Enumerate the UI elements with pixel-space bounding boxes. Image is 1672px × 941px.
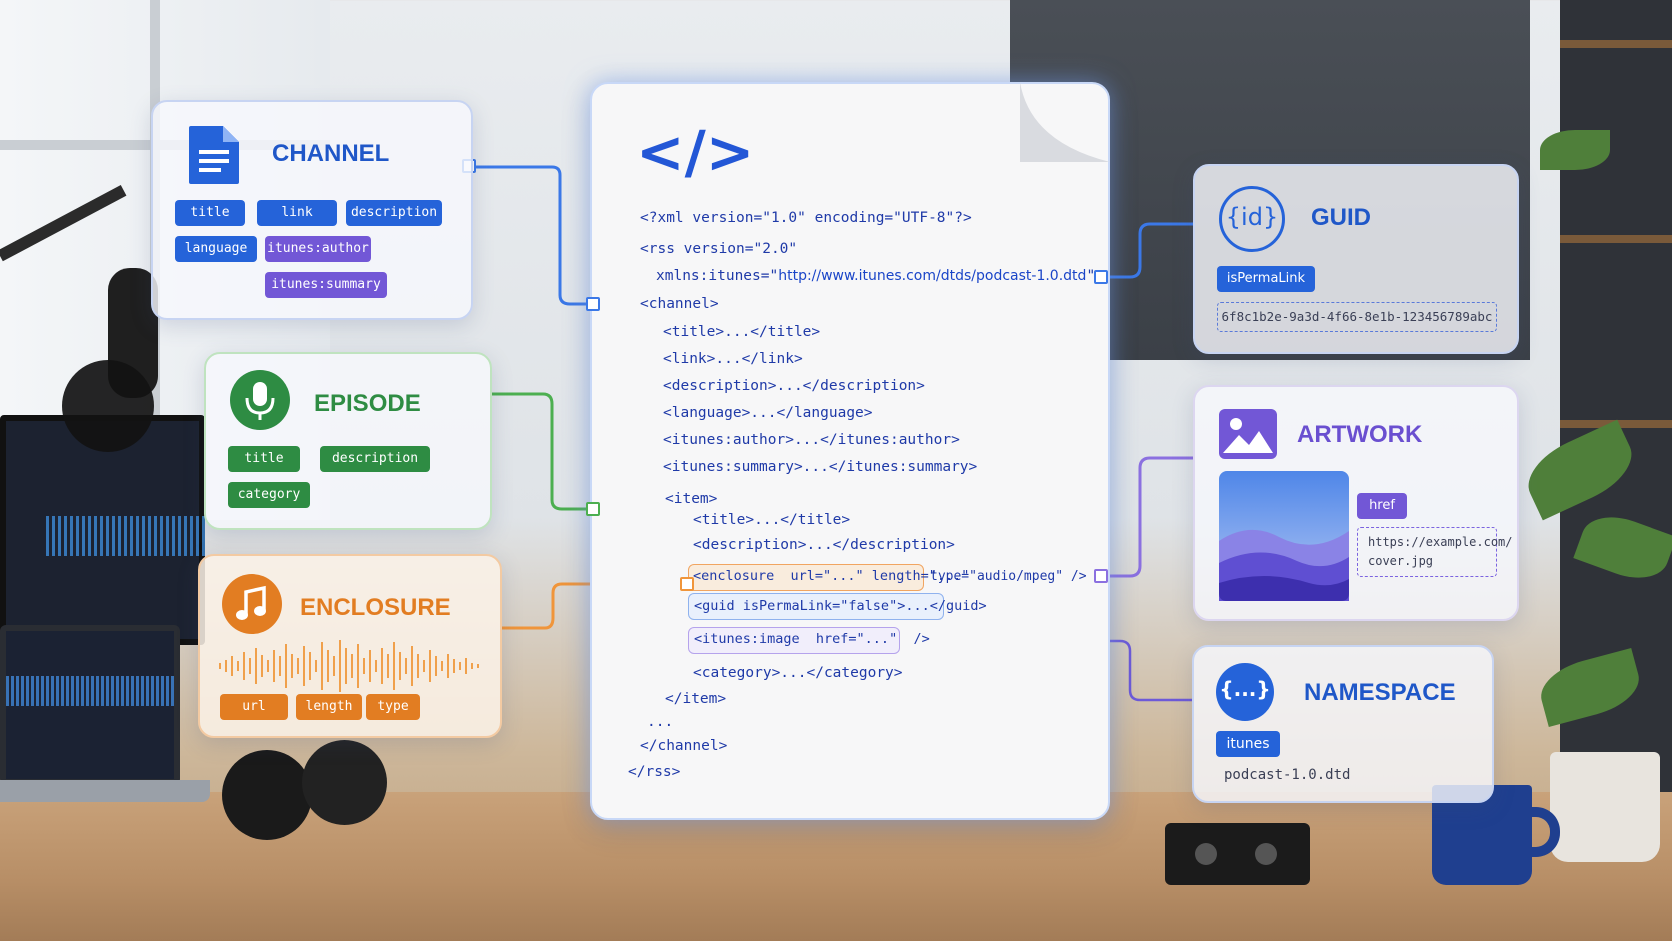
item-title-line: <title>...</title> xyxy=(693,512,851,528)
artwork-url-box: https://example.com/ cover.jpg xyxy=(1357,527,1513,577)
channel-connector xyxy=(473,165,592,306)
cover-image xyxy=(1219,471,1349,601)
channel-close-tag: </channel> xyxy=(640,738,728,754)
episode-connector xyxy=(492,392,592,511)
page-fold-icon xyxy=(1020,82,1110,162)
channel-title-line: <title>...</title> xyxy=(663,324,821,340)
microphone-icon xyxy=(230,370,290,430)
item-category-line: <category>...</category> xyxy=(693,665,903,681)
episode-card[interactable]: EPISODE title description category xyxy=(204,352,492,530)
artwork-url-line1: https://example.com/ xyxy=(1368,535,1513,549)
channel-summary-line: <itunes:summary>...</itunes:summary> xyxy=(663,459,978,475)
document-icon xyxy=(189,126,239,184)
guid-tag-ispermalink[interactable]: isPermaLink xyxy=(1217,266,1315,292)
xml-declaration: <?xml version="1.0" encoding="UTF-8"?> xyxy=(640,210,972,226)
item-close-tag: </item> xyxy=(665,691,727,707)
guid-card[interactable]: {id} GUID isPermaLink 6f8c1b2e-9a3d-4f66… xyxy=(1193,164,1519,354)
channel-tag-title[interactable]: title xyxy=(175,200,245,226)
audio-waveform xyxy=(6,676,176,706)
enclosure-highlight xyxy=(688,564,924,591)
enclosure-line: <enclosure url="..." length="..." xyxy=(693,568,970,584)
headphones xyxy=(162,740,392,840)
pop-filter xyxy=(62,360,154,452)
enclosure-type-attr: type="audio/mpeg" /> xyxy=(930,569,1087,584)
guid-title: GUID xyxy=(1311,204,1371,231)
music-note-icon xyxy=(222,574,282,634)
episode-tag-title[interactable]: title xyxy=(228,446,300,472)
enclosure-node-in xyxy=(680,577,694,591)
guid-line: <guid isPermaLink="false">...</guid> xyxy=(694,598,987,614)
artwork-node-in xyxy=(1094,569,1108,583)
rss-close-tag: </rss> xyxy=(628,764,681,780)
artwork-card[interactable]: ARTWORK href https://example.com/ cover.… xyxy=(1193,385,1519,621)
braces-icon: {...} xyxy=(1216,663,1274,721)
channel-tag-description[interactable]: description xyxy=(346,200,442,226)
channel-open-tag: <channel> xyxy=(640,296,719,312)
audio-interface xyxy=(1165,823,1310,885)
laptop-base xyxy=(0,780,210,802)
channel-tag-language[interactable]: language xyxy=(175,236,257,262)
channel-tag-link[interactable]: link xyxy=(257,200,337,226)
id-icon: {id} xyxy=(1219,186,1285,252)
episode-tag-category[interactable]: category xyxy=(228,482,310,508)
channel-node-in xyxy=(586,297,600,311)
channel-description-line: <description>...</description> xyxy=(663,378,925,394)
itunes-image-highlight xyxy=(688,627,900,654)
guid-node-in xyxy=(1094,270,1108,284)
audio-knob xyxy=(1195,843,1217,865)
plant-pot xyxy=(1550,752,1660,862)
plant-leaf xyxy=(1540,130,1610,170)
headphone-cup xyxy=(222,750,312,840)
episode-tag-description[interactable]: description xyxy=(320,446,430,472)
channel-tag-itunes-summary[interactable]: itunes:summary xyxy=(265,272,387,298)
audio-knob xyxy=(1255,843,1277,865)
artwork-tag-href[interactable]: href xyxy=(1357,493,1407,519)
item-description-line: <description>...</description> xyxy=(693,537,955,553)
guid-value-box: 6f8c1b2e-9a3d-4f66-8e1b-123456789abc xyxy=(1217,302,1497,332)
channel-tag-itunes-author[interactable]: itunes:author xyxy=(265,236,371,262)
enclosure-tag-length[interactable]: length xyxy=(296,694,362,720)
audio-waveform xyxy=(46,516,206,556)
item-open-tag: <item> xyxy=(665,491,718,507)
episode-title: EPISODE xyxy=(314,390,421,417)
image-icon xyxy=(1219,409,1277,459)
xmlns-attribute: xmlns:itunes="http://www.itunes.com/dtds… xyxy=(656,268,1104,284)
channel-title: CHANNEL xyxy=(272,140,390,167)
namespace-title: NAMESPACE xyxy=(1304,679,1456,706)
guid-highlight xyxy=(688,593,944,620)
code-symbol-icon: </> xyxy=(636,118,755,186)
artwork-url-line2: cover.jpg xyxy=(1368,554,1434,568)
enclosure-card[interactable]: ENCLOSURE url length type xyxy=(198,554,502,738)
channel-link-line: <link>...</link> xyxy=(663,351,803,367)
waveform-icon xyxy=(219,640,479,692)
laptop xyxy=(0,625,180,785)
enclosure-tag-url[interactable]: url xyxy=(220,694,288,720)
artwork-title: ARTWORK xyxy=(1297,421,1423,448)
episode-node-in xyxy=(586,502,600,516)
braces-icon-label: {...} xyxy=(1219,677,1271,701)
id-icon-label: {id} xyxy=(1225,203,1279,231)
shelf-board xyxy=(1560,235,1672,243)
itunes-image-line: <itunes:image href="..." /> xyxy=(694,631,930,647)
channel-card[interactable]: CHANNEL title link description language … xyxy=(151,100,473,320)
namespace-dtd-value: podcast-1.0.dtd xyxy=(1224,767,1351,783)
namespace-tag-itunes[interactable]: itunes xyxy=(1216,731,1280,757)
enclosure-title: ENCLOSURE xyxy=(300,594,451,621)
itunes-dtd-link[interactable]: http://www.itunes.com/dtds/podcast-1.0.d… xyxy=(778,268,1087,284)
ellipsis-line: ... xyxy=(647,714,674,730)
rss-open-tag: <rss version="2.0" xyxy=(640,241,798,257)
xmlns-prefix: xmlns:itunes=" xyxy=(656,268,779,284)
shelf-board xyxy=(1560,40,1672,48)
xml-document xyxy=(590,82,1110,820)
channel-language-line: <language>...</language> xyxy=(663,405,873,421)
mug-handle xyxy=(1524,807,1560,857)
namespace-card[interactable]: {...} NAMESPACE itunes podcast-1.0.dtd xyxy=(1192,645,1494,803)
channel-author-line: <itunes:author>...</itunes:author> xyxy=(663,432,960,448)
artwork-connector xyxy=(1101,456,1193,578)
headphone-cup xyxy=(302,740,387,825)
enclosure-tag-type[interactable]: type xyxy=(366,694,420,720)
